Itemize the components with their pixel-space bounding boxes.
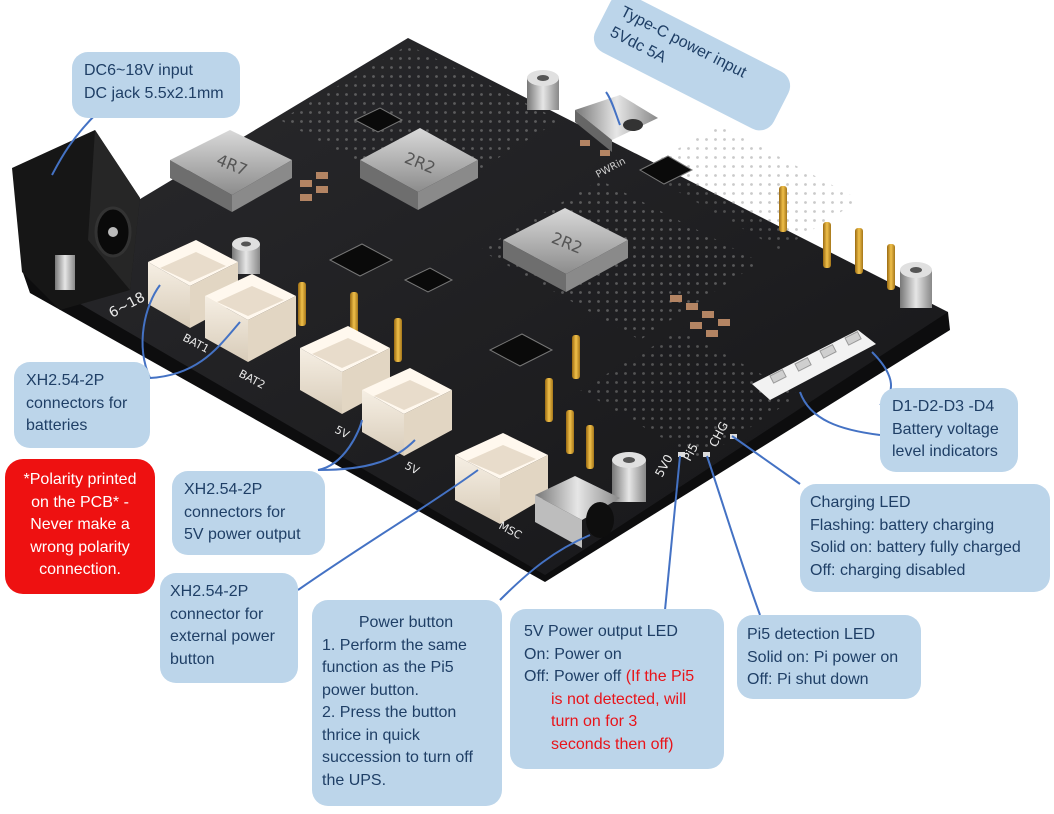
callout-line: Solid on: Pi power on xyxy=(747,648,899,666)
callout-5v-output-connectors: XH2.54-2P connectors for 5V power output xyxy=(172,471,325,555)
inductor-2r2-center: 2R2 xyxy=(503,208,628,292)
leader-led-bar-b xyxy=(799,391,881,436)
leader-5v-a xyxy=(317,419,363,471)
xh-connector-bat1 xyxy=(148,240,238,328)
callout-led-indicators: D1-D2-D3 -D4 Battery voltage level indic… xyxy=(880,388,1018,472)
leader-batteries-a xyxy=(149,321,241,379)
leader-pi5-led xyxy=(706,455,761,616)
tactile-power-button xyxy=(535,476,620,548)
callout-pi5-detection-led: Pi5 detection LED Solid on: Pi power on … xyxy=(737,615,921,699)
callout-line: connectors for xyxy=(184,503,286,521)
callout-charging-led: Charging LED Flashing: battery charging … xyxy=(800,484,1050,592)
callout-power-button: Power button 1. Perform the same functio… xyxy=(312,600,502,806)
callout-line: connector for xyxy=(170,605,264,623)
xh-connector-button xyxy=(455,433,548,524)
warning-line: wrong polarity xyxy=(30,538,130,556)
polarity-warning: *Polarity printed on the PCB* - Never ma… xyxy=(5,459,155,594)
xh-connector-5v-b xyxy=(362,368,452,456)
callout-line: D1-D2-D3 -D4 xyxy=(892,398,995,415)
callout-line: batteries xyxy=(26,417,88,434)
callout-line: thrice in quick xyxy=(322,726,420,744)
inductor-4r7: 4R7 xyxy=(170,130,292,212)
callout-line: On: Power on xyxy=(524,645,622,663)
callout-line: Flashing: battery charging xyxy=(810,516,995,534)
callout-line: button xyxy=(170,650,215,668)
leader-chg-led xyxy=(731,435,801,485)
callout-line: XH2.54-2P xyxy=(26,372,105,389)
callout-line: XH2.54-2P xyxy=(184,481,263,498)
leader-typec xyxy=(605,91,621,126)
callout-line: Charging LED xyxy=(810,494,911,511)
warning-line: on the PCB* - xyxy=(31,493,129,511)
callout-line: Off: Power off (If the Pi5 xyxy=(524,666,712,689)
callout-ext-button-connector: XH2.54-2P connector for external power b… xyxy=(160,573,298,683)
led-level-bar xyxy=(752,330,876,400)
callout-line: power button. xyxy=(322,681,419,699)
callout-line: XH2.54-2P xyxy=(170,583,249,600)
callout-line: 1. Perform the same xyxy=(322,636,467,654)
leader-ext-button xyxy=(297,469,479,591)
standoff-right xyxy=(900,262,932,308)
callout-line: DC6~18V input xyxy=(84,62,193,79)
callout-line: Battery voltage xyxy=(892,420,999,438)
callout-line: Pi5 detection LED xyxy=(747,626,876,643)
callout-note-line: turn on for 3 xyxy=(551,713,638,730)
callout-line: external power xyxy=(170,628,275,645)
callout-line: 5V power output xyxy=(184,526,301,543)
callout-battery-connectors: XH2.54-2P connectors for batteries xyxy=(14,362,150,448)
off-note: (If the Pi5 xyxy=(625,668,695,685)
callout-line: level indicators xyxy=(892,443,998,460)
warning-line: Never make a xyxy=(30,516,130,533)
svg-text:5V: 5V xyxy=(333,423,352,442)
svg-text:5V: 5V xyxy=(403,459,422,478)
leader-power-button xyxy=(499,534,591,601)
standoff-left xyxy=(232,237,260,274)
callout-line: succession to turn off xyxy=(322,749,473,766)
smd-components xyxy=(300,140,730,337)
dc-jack xyxy=(12,130,140,310)
leader-5v-led xyxy=(664,455,681,611)
callout-line: 5V Power output LED xyxy=(524,623,678,640)
callout-line: Off: charging disabled xyxy=(810,561,966,579)
standoff-top xyxy=(527,70,559,110)
off-label: Off: Power off xyxy=(524,668,626,685)
inductor-2r2-top: 2R2 xyxy=(360,128,478,210)
callout-dc-input: DC6~18V input DC jack 5.5x2.1mm xyxy=(72,52,240,118)
xh-connector-bat2 xyxy=(205,274,296,362)
callout-line: Solid on: battery fully charged xyxy=(810,539,1021,556)
warning-line: *Polarity printed xyxy=(23,471,137,488)
leader-5v-b xyxy=(317,439,416,471)
leader-dc-input xyxy=(51,111,99,176)
warning-line: connection. xyxy=(39,561,121,578)
callout-line: the UPS. xyxy=(322,771,387,789)
callout-5v-output-led: 5V Power output LED On: Power on Off: Po… xyxy=(510,609,724,769)
callout-line: Off: Pi shut down xyxy=(747,671,869,688)
callout-line: connectors for xyxy=(26,394,128,412)
callout-line: function as the Pi5 xyxy=(322,659,454,676)
pogo-pins xyxy=(298,186,895,469)
callout-line: 2. Press the button xyxy=(322,704,457,721)
callout-title: Power button xyxy=(358,614,454,631)
callout-note-line: is not detected, will xyxy=(551,690,687,708)
xh-connector-5v-a xyxy=(300,326,390,414)
ic-chips xyxy=(328,107,694,367)
callout-note-line: seconds then off) xyxy=(551,735,674,753)
callout-line: DC jack 5.5x2.1mm xyxy=(84,84,224,102)
standoff-bottom xyxy=(612,452,646,502)
